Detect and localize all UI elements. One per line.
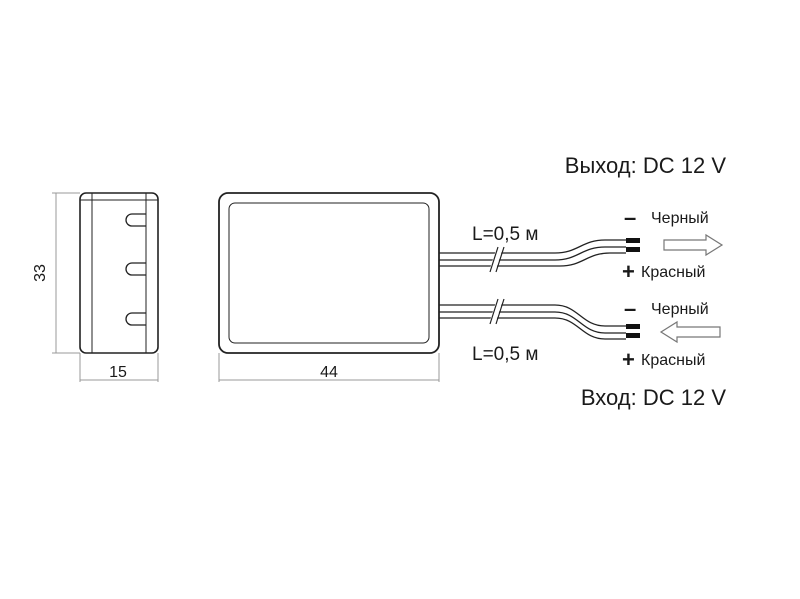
output-cable [439,238,640,273]
height-label: 33 [32,264,49,282]
side-width-label: 15 [109,364,127,381]
input-black-wire-tip [626,324,640,329]
input-arrow-left-icon [659,320,721,344]
side-view [79,192,159,354]
input-minus-sign: – [624,296,636,321]
output-red-wire-tip [626,247,640,252]
side-width-dimension: 15 [79,353,159,382]
output-minus-sign: – [624,205,636,230]
output-red-label: Красный [641,264,705,281]
output-plus-sign: + [622,259,635,284]
output-black-wire-tip [626,238,640,243]
input-black-label: Черный [651,301,709,318]
front-width-dimension: 44 [218,353,440,382]
input-red-label: Красный [641,352,705,369]
input-cable [439,298,640,340]
input-plus-sign: + [622,347,635,372]
front-width-label: 44 [320,364,338,381]
output-black-label: Черный [651,210,709,227]
input-length-label: L=0,5 м [472,344,538,365]
input-title: Вход: DC 12 V [581,385,726,410]
height-dimension: 33 [32,192,80,354]
output-title: Выход: DC 12 V [565,153,727,178]
input-red-wire-tip [626,333,640,338]
output-arrow-right-icon [663,233,724,257]
output-length-label: L=0,5 м [472,224,538,245]
front-view [218,192,440,354]
